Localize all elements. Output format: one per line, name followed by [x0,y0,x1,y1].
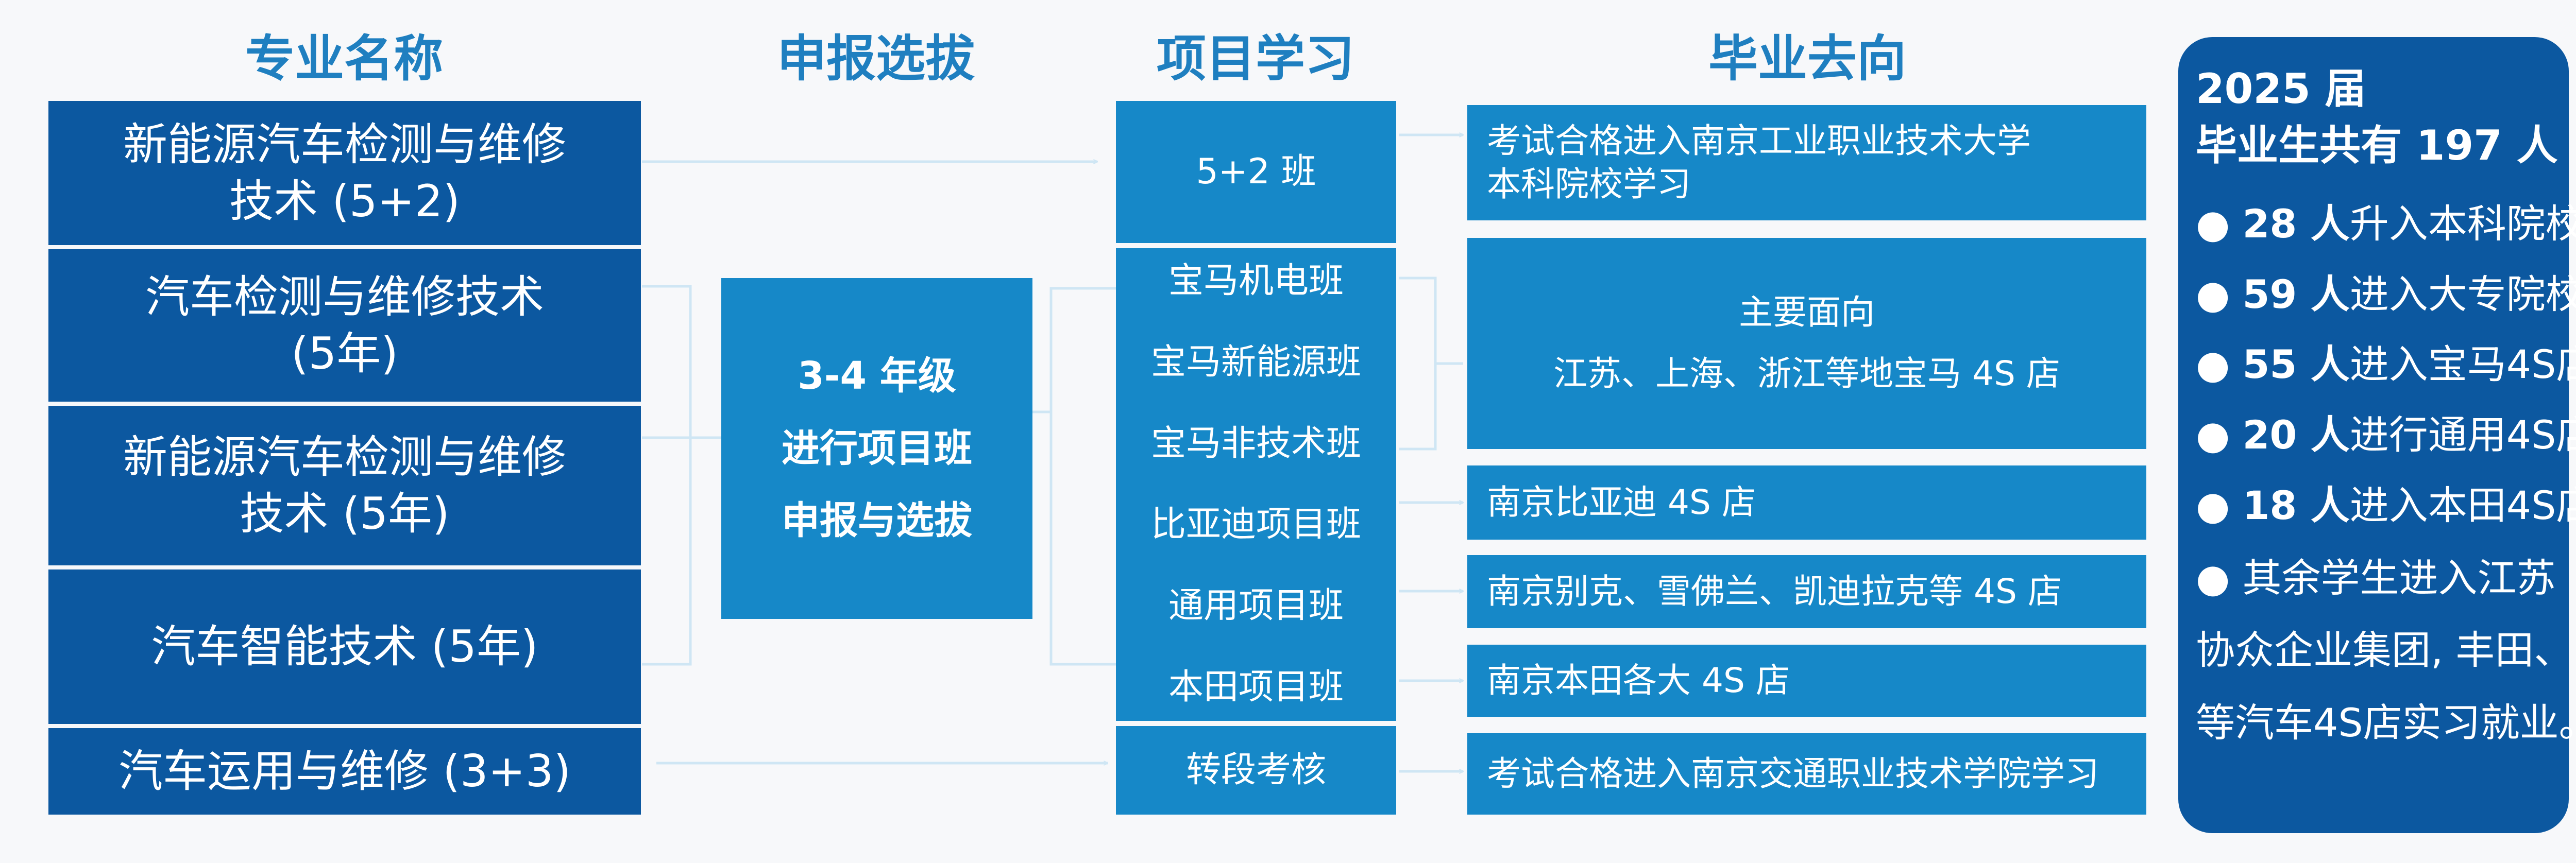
header-project: 项目学习 [1157,29,1354,88]
summary-item-count: 59 人 [2242,271,2350,317]
summary-list: ● 28 人升入本科院校 ● 59 人进入大专院校 ● 55 人进入宝马4S店 … [2196,189,2576,541]
summary-item: ● 59 人进入大专院校 [2196,260,2576,330]
major-2-line1: 汽车检测与维修技术 [145,271,544,323]
major-3-line1: 新能源汽车检测与维修 [123,431,566,483]
summary-item-text: 进入本田4S店 [2349,482,2576,528]
major-box-3: 新能源汽车检测与维修 技术 (5年) [48,406,641,565]
major-2-line2: (5年) [291,328,398,379]
summary-title-total: 毕业生共有 197 人 [2196,122,2558,170]
summary-item-text: 升入本科院校 [2349,200,2576,247]
destination-box-3: 南京比亚迪 4S 店 [1467,465,2146,540]
summary-item: ● 20 人进行通用4S店 [2196,400,2576,471]
summary-item-count: 20 人 [2242,412,2350,458]
summary-item: ● 55 人进入宝马4S店 [2196,330,2576,400]
graduate-summary-panel: 2025 届 毕业生共有 197 人 ● 28 人升入本科院校 ● 59 人进入… [2178,37,2576,833]
summary-note-line1: ● 其余学生进入江苏 [2196,555,2556,601]
summary-item-count: 28 人 [2242,200,2350,247]
apply-line1: 3-4 年级 [798,354,956,399]
project-5plus2: 5+2 班 [1196,151,1316,193]
major-box-4: 汽车智能技术 (5年) [48,569,641,724]
apply-line3: 申报与选拔 [782,498,972,543]
project-box-top: 5+2 班 [1116,101,1396,243]
destination-5: 南京本田各大 4S 店 [1487,660,1790,700]
bracket-majors-to-apply [642,285,692,666]
header-apply: 申报选拔 [777,29,975,88]
destination-box-2: 主要面向 江苏、上海、浙江等地宝马 4S 店 [1467,238,2146,449]
project-byd: 比亚迪项目班 [1150,504,1361,545]
header-destination: 毕业去向 [1708,29,1906,88]
apply-line2: 进行项目班 [782,426,972,471]
project-transfer: 转段考核 [1185,750,1326,791]
destination-6: 考试合格进入南京交通职业技术学院学习 [1487,753,2099,793]
destination-box-4: 南京别克、雪佛兰、凯迪拉克等 4S 店 [1467,555,2146,628]
destination-2-line2: 江苏、上海、浙江等地宝马 4S 店 [1553,354,2060,393]
summary-note: ● 其余学生进入江苏 协众企业集团, 丰田、 等汽车4S店实习就业。 [2196,542,2576,760]
major-box-5: 汽车运用与维修 (3+3) [48,728,641,815]
major-box-1: 新能源汽车检测与维修 技术 (5+2) [48,101,641,245]
major-4-line1: 汽车智能技术 (5年) [151,620,538,672]
project-bmw-mech: 宝马机电班 [1168,261,1344,301]
destination-3: 南京比亚迪 4S 店 [1487,482,1756,522]
summary-note-line2: 协众企业集团, 丰田、 [2196,627,2573,674]
summary-item: ● 18 人进入本田4S店 [2196,471,2576,541]
summary-item: ● 28 人升入本科院校 [2196,189,2576,260]
major-box-2: 汽车检测与维修技术 (5年) [48,249,641,402]
project-bmw-nontech: 宝马非技术班 [1150,423,1361,464]
major-3-line2: 技术 (5年) [240,488,450,540]
summary-item-count: 18 人 [2242,482,2350,528]
project-honda: 本田项目班 [1168,666,1344,707]
major-1-line1: 新能源汽车检测与维修 [123,118,566,170]
destination-box-1: 考试合格进入南京工业职业技术大学 本科院校学习 [1467,105,2146,220]
destination-4: 南京别克、雪佛兰、凯迪拉克等 4S 店 [1487,571,2062,611]
destination-2-line1: 主要面向 [1739,292,1875,333]
summary-item-text: 进入大专院校 [2349,271,2576,317]
destination-1-line1: 考试合格进入南京工业职业技术大学 [1487,120,2031,161]
summary-note-line3: 等汽车4S店实习就业。 [2196,699,2576,746]
project-box-middle: 宝马机电班 宝马新能源班 宝马非技术班 比亚迪项目班 通用项目班 本田项目班 [1116,248,1396,721]
major-5-line1: 汽车运用与维修 (3+3) [118,745,571,797]
project-gm: 通用项目班 [1168,585,1344,627]
apply-box: 3-4 年级 进行项目班 申报与选拔 [721,278,1032,619]
bracket-bmw-to-dest2 [1399,277,1463,451]
project-bmw-nev: 宝马新能源班 [1150,341,1361,383]
summary-item-text: 进入宝马4S店 [2349,341,2576,388]
summary-item-count: 55 人 [2242,341,2350,388]
destination-box-5: 南京本田各大 4S 店 [1467,645,2146,717]
destination-1-line2: 本科院校学习 [1487,164,1691,204]
summary-item-text: 进行通用4S店 [2349,412,2576,458]
summary-title-year: 2025 届 [2196,65,2366,113]
project-box-bottom: 转段考核 [1116,726,1396,815]
bracket-apply-to-projects [1030,287,1116,666]
destination-box-6: 考试合格进入南京交通职业技术学院学习 [1467,733,2146,815]
header-major: 专业名称 [245,29,443,88]
major-1-line2: 技术 (5+2) [229,176,460,227]
